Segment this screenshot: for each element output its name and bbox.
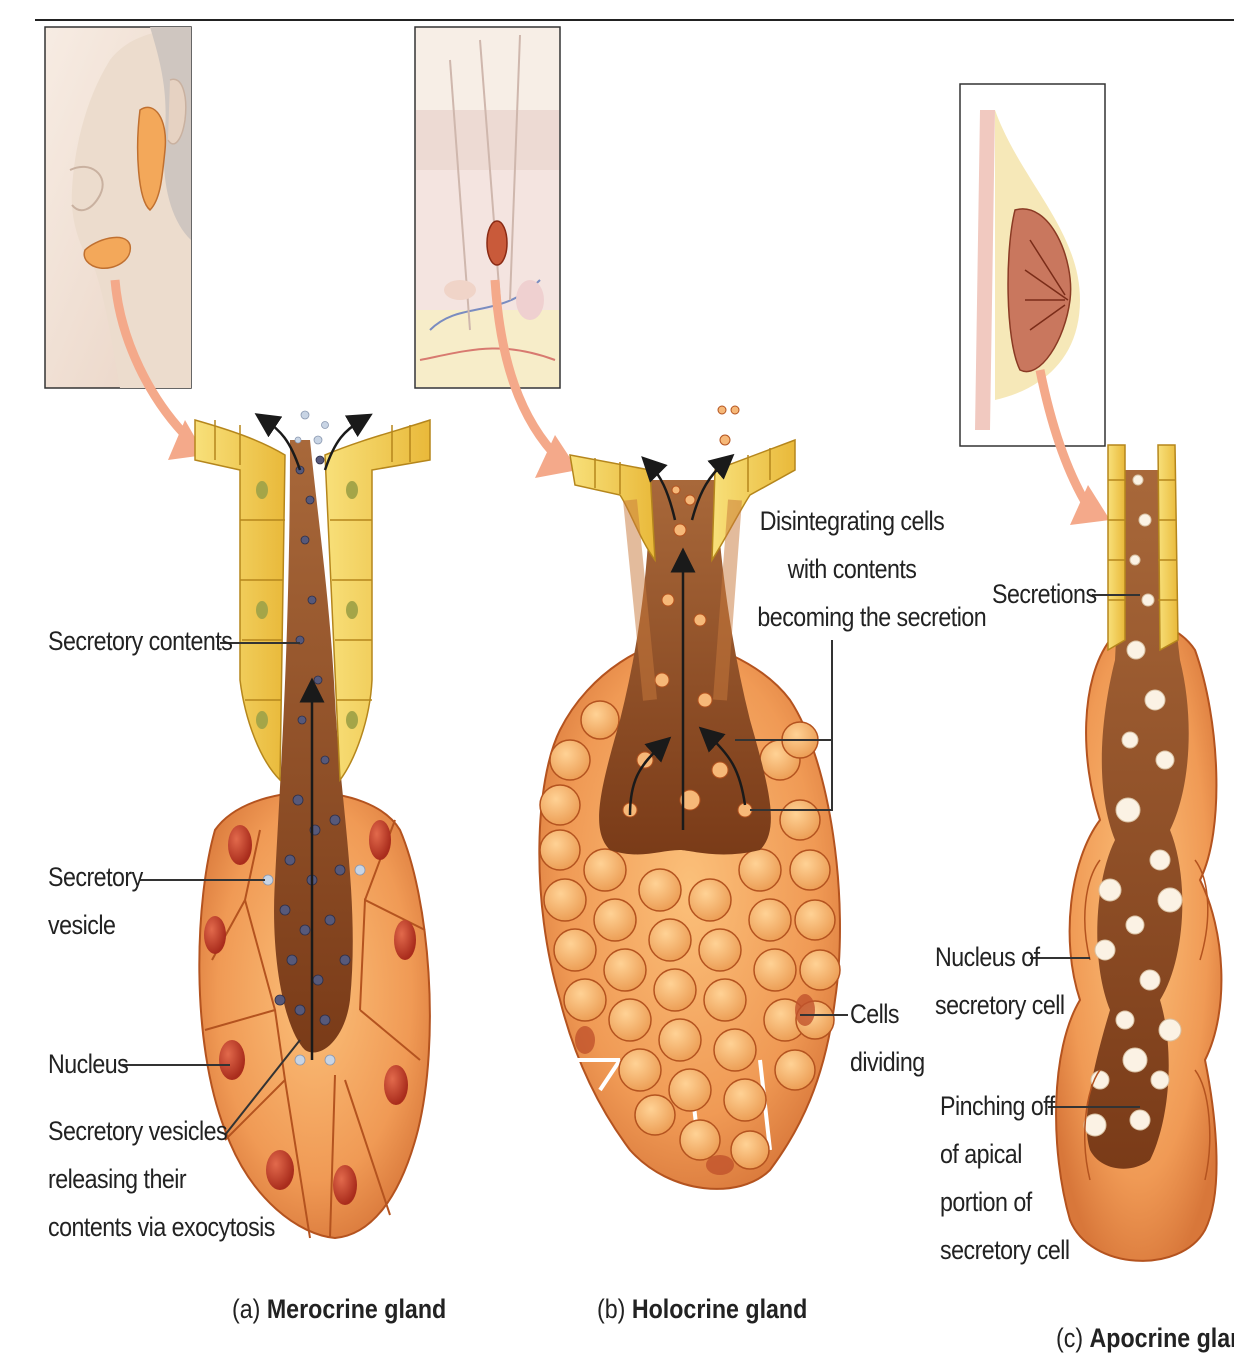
- label-secretions: Secretions: [992, 570, 1097, 618]
- label-secretory-contents: Secretory contents: [48, 617, 232, 665]
- caption-apocrine: (c) Apocrine gland: [1056, 1323, 1234, 1354]
- label-cells-dividing: Cells dividing: [850, 990, 925, 1086]
- label-secretory-vesicle: Secretory vesicle: [48, 853, 143, 949]
- inset-c-breast: [960, 84, 1105, 446]
- caption-holocrine: (b) Holocrine gland: [597, 1294, 807, 1325]
- inset-b-skin: [415, 27, 560, 388]
- label-vesicles-releasing: Secretory vesicles releasing their conte…: [48, 1107, 275, 1251]
- label-pinching-off: Pinching off of apical portion of secret…: [940, 1082, 1070, 1274]
- caption-merocrine: (a) Merocrine gland: [232, 1294, 446, 1325]
- label-disintegrating-cells: Disintegrating cells with contents becom…: [757, 497, 946, 641]
- apocrine-gland: [1056, 445, 1221, 1261]
- label-nucleus: Nucleus: [48, 1040, 128, 1088]
- label-nucleus-secretory-cell: Nucleus of secretory cell: [935, 933, 1065, 1029]
- inset-a-face: [45, 27, 191, 388]
